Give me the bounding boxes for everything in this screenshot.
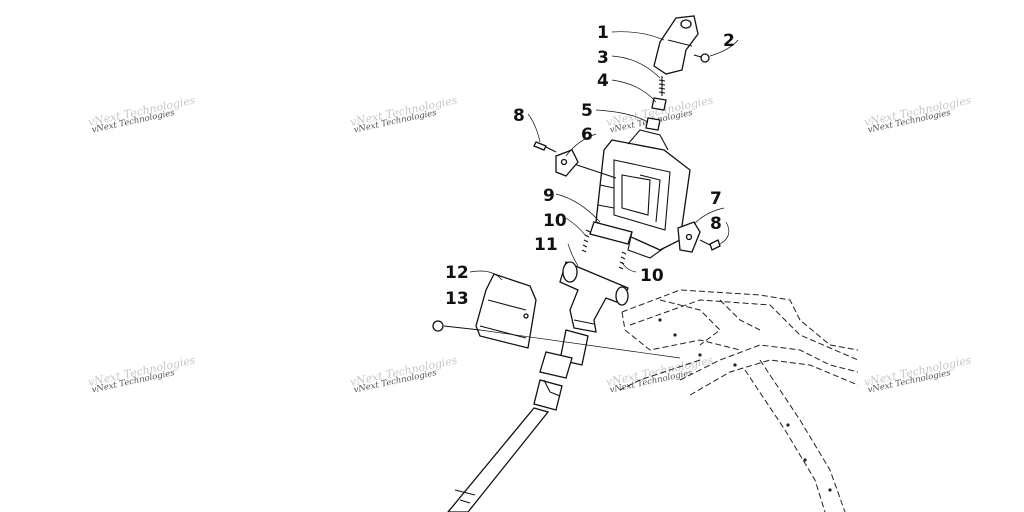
part-2-screw	[693, 53, 710, 63]
callout-11: 11	[534, 235, 558, 255]
watermark: vNext Technologies vNext Technologies	[349, 353, 459, 395]
part-5-nut	[645, 117, 661, 131]
callout-7: 7	[710, 189, 722, 209]
callout-8-left: 8	[513, 106, 525, 126]
callout-labels: 1 2 3 4 5 6 7 8 8 9 10 10 11 12 13	[445, 23, 735, 309]
part-8-screw-left	[533, 141, 557, 153]
part-12-cover	[475, 273, 537, 349]
callout-6: 6	[581, 125, 593, 145]
callout-3: 3	[597, 48, 609, 68]
callout-12: 12	[445, 263, 469, 283]
callout-2: 2	[723, 31, 735, 51]
callout-10-right: 10	[640, 266, 664, 286]
watermark: vNext Technologies vNext Technologies	[863, 93, 973, 135]
callout-4: 4	[597, 71, 609, 91]
mount-assembly	[573, 129, 691, 259]
steering-shaft	[447, 329, 589, 512]
callout-1: 1	[597, 23, 609, 43]
watermark: vNext Technologies vNext Technologies	[863, 353, 973, 395]
watermark: vNext Technologies vNext Technologies	[349, 93, 459, 135]
part-11-t-bracket	[559, 261, 629, 333]
part-13-rivet	[432, 320, 481, 332]
leader-lines	[469, 31, 739, 281]
frame-dashed	[619, 289, 859, 512]
callout-8-right: 8	[710, 214, 722, 234]
callout-5: 5	[581, 101, 593, 121]
callout-9: 9	[543, 186, 555, 206]
part-7-clip	[677, 221, 701, 253]
callout-13: 13	[445, 289, 469, 309]
watermark: vNext Technologies vNext Technologies	[87, 353, 197, 395]
callout-10-left: 10	[543, 211, 567, 231]
watermark: vNext Technologies vNext Technologies	[87, 93, 197, 135]
part-6-clip	[555, 149, 579, 177]
part-3-stud	[658, 76, 666, 96]
part-10-spring-left	[581, 229, 591, 253]
part-8-screw-right	[699, 239, 721, 251]
part-10-spring-right	[618, 251, 627, 270]
watermark-group: vNext Technologies vNext Technologies vN…	[87, 93, 973, 395]
projection-line	[479, 329, 681, 359]
part-1-knob	[653, 15, 699, 75]
part-9-pin	[589, 221, 633, 245]
